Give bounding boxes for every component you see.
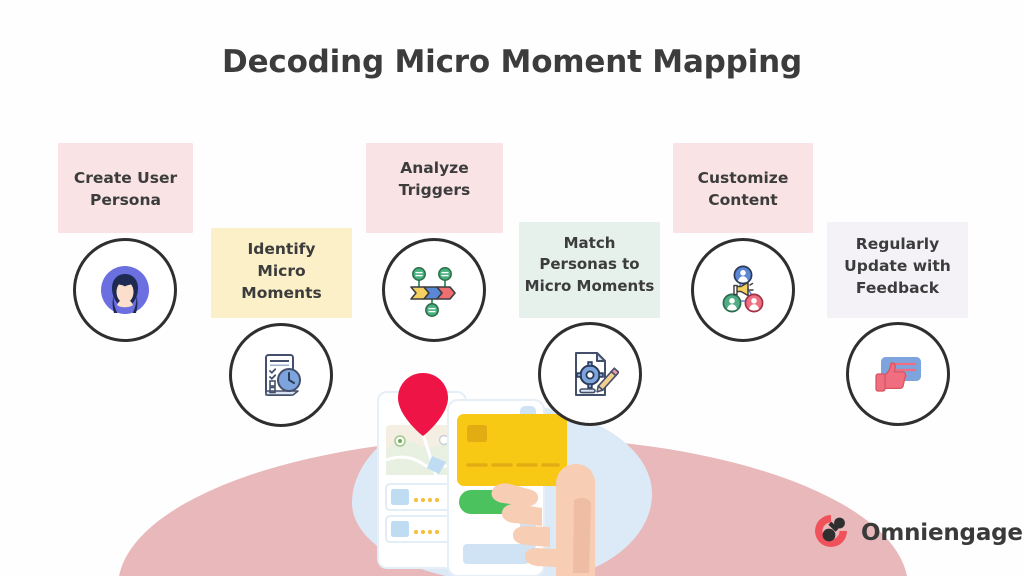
- step-card-6: Regularly Update with Feedback: [827, 222, 968, 426]
- step-card-2: Identify Micro Moments: [211, 228, 352, 427]
- step-icon-circle-3: [382, 238, 486, 342]
- page-title: Decoding Micro Moment Mapping: [222, 44, 802, 80]
- audience-megaphone-icon: [713, 261, 773, 319]
- step-icon-circle-4: [538, 322, 642, 426]
- step-panel-3: [366, 143, 503, 233]
- step-card-4: Match Personas to Micro Moments: [519, 222, 660, 426]
- hand-holding-phone-illustration: [360, 368, 620, 576]
- step-icon-circle-6: [846, 322, 950, 426]
- step-icon-circle-2: [229, 323, 333, 427]
- brand-logo[interactable]: Omniengage: [812, 512, 1023, 554]
- step-card-3: Analyze Triggers: [366, 143, 503, 342]
- step-label-3: Analyze Triggers: [398, 159, 471, 199]
- step-panel-1: [58, 143, 193, 233]
- step-panel-5: [673, 143, 813, 233]
- user-persona-icon: [96, 261, 154, 319]
- document-gear-pencil-icon: [561, 345, 619, 403]
- thumbs-up-feedback-icon: [868, 345, 928, 403]
- step-card-1: Create User Persona: [58, 143, 193, 342]
- omniengage-logo-mark: [812, 512, 850, 554]
- step-icon-circle-5: [691, 238, 795, 342]
- step-icon-circle-1: [73, 238, 177, 342]
- step-panel-6: [827, 222, 968, 318]
- step-panel-4: [519, 222, 660, 318]
- step-label-6: Regularly Update with Feedback: [844, 235, 951, 297]
- step-label-2: Identify Micro Moments: [241, 240, 322, 302]
- step-label-5: Customize Content: [697, 169, 789, 209]
- step-label-4: Match Personas to Micro Moments: [524, 234, 655, 295]
- omniengage-logo-text: Omniengage: [861, 520, 1023, 546]
- step-label-1: Create User Persona: [73, 169, 178, 209]
- step-panel-2: [211, 228, 352, 318]
- checklist-clock-icon: [252, 346, 310, 404]
- process-flow-icon: [403, 261, 465, 319]
- step-card-5: Customize Content: [673, 143, 813, 342]
